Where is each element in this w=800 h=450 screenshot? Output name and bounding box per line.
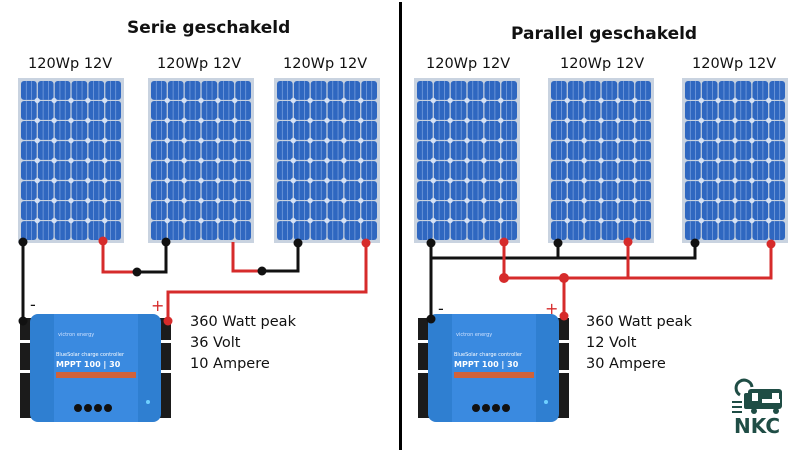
parallel-positive-sign: + <box>545 299 559 318</box>
series-solar-panel-2 <box>148 78 254 243</box>
svg-text:MPPT 100 | 30: MPPT 100 | 30 <box>56 360 121 369</box>
parallel-power: 360 Watt peak <box>586 314 692 330</box>
series-title: Serie geschakeld <box>127 18 291 38</box>
svg-text:BlueSolar charge controller: BlueSolar charge controller <box>454 352 523 358</box>
svg-text:BlueSolar charge controller: BlueSolar charge controller <box>56 352 125 358</box>
series-voltage: 36 Volt <box>190 335 241 351</box>
parallel-panel-2-label: 120Wp 12V <box>560 56 645 72</box>
parallel-panel-3-label: 120Wp 12V <box>692 56 777 72</box>
series-panel-3-label: 120Wp 12V <box>283 56 368 72</box>
parallel-negative-sign: - <box>438 299 444 318</box>
series-positive-sign: + <box>151 296 165 315</box>
parallel-current: 30 Ampere <box>586 356 666 372</box>
nkc-logo-text: NKC <box>733 414 780 438</box>
series-negative-sign: - <box>30 295 36 314</box>
parallel-solar-panel-3 <box>682 78 788 243</box>
parallel-solar-panel-2 <box>548 78 654 243</box>
series-panel-2-label: 120Wp 12V <box>157 56 242 72</box>
parallel-charge-controller: victron energy BlueSolar charge controll… <box>418 314 569 422</box>
svg-text:MPPT 100 | 30: MPPT 100 | 30 <box>454 360 519 369</box>
parallel-solar-panel-1 <box>414 78 520 243</box>
series-power: 360 Watt peak <box>190 314 296 330</box>
series-current: 10 Ampere <box>190 356 270 372</box>
parallel-voltage: 12 Volt <box>586 335 637 351</box>
parallel-panel-1-label: 120Wp 12V <box>426 56 511 72</box>
series-solar-panel-3 <box>274 78 380 243</box>
series-solar-panel-1 <box>18 78 124 243</box>
parallel-title: Parallel geschakeld <box>511 24 698 44</box>
parallel-specs: 360 Watt peak 12 Volt 30 Ampere <box>586 312 692 375</box>
series-charge-controller: victron energy BlueSolar charge controll… <box>20 314 171 422</box>
svg-text:victron energy: victron energy <box>58 332 94 338</box>
series-panel-1-label: 120Wp 12V <box>28 56 113 72</box>
section-divider <box>399 2 402 450</box>
camper-van-icon <box>732 378 782 414</box>
svg-text:victron energy: victron energy <box>456 332 492 338</box>
series-specs: 360 Watt peak 36 Volt 10 Ampere <box>190 312 296 375</box>
